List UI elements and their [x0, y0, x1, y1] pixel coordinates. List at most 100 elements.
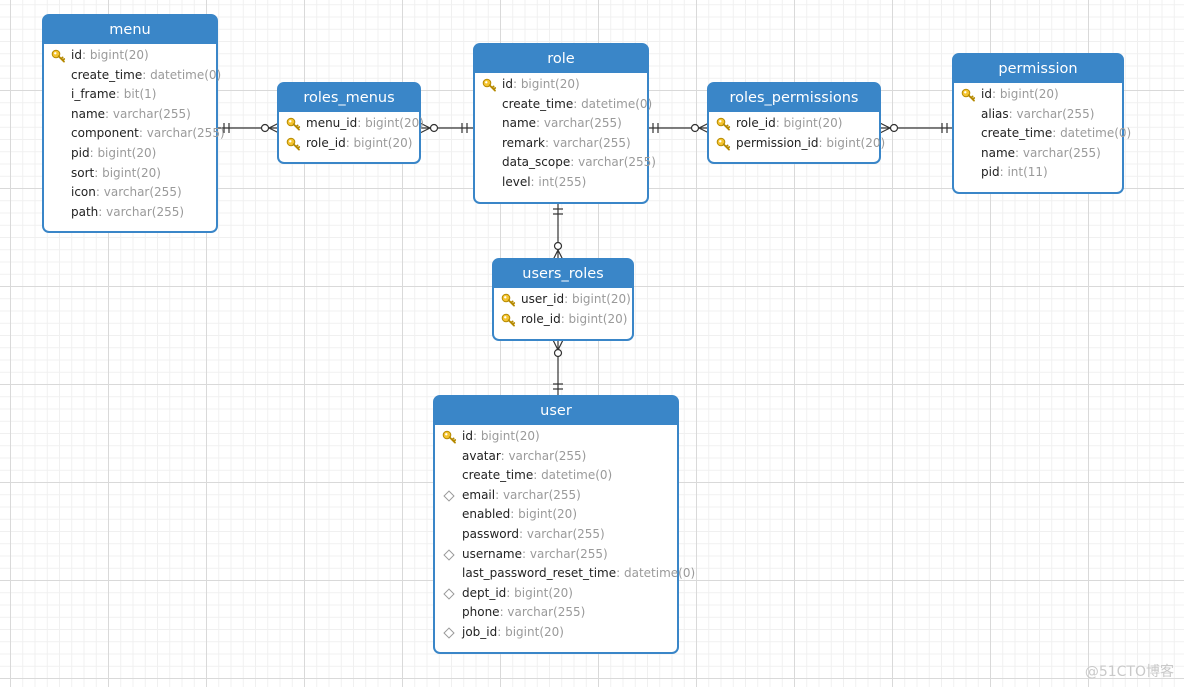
column-row[interactable]: sort: bigint(20): [44, 164, 216, 184]
column-type: bigint(20): [999, 87, 1059, 101]
column-row[interactable]: id: bigint(20): [44, 46, 216, 66]
column-name: last_password_reset_time: [462, 566, 617, 581]
column-type: bigint(20): [518, 507, 578, 522]
column-separator: :: [573, 96, 582, 111]
index-icon: [443, 490, 455, 502]
column-row[interactable]: user_id: bigint(20): [494, 290, 632, 310]
column-separator: :: [497, 624, 506, 639]
column-row[interactable]: email: varchar(255): [435, 486, 677, 506]
column-type: bigint(20): [102, 165, 161, 180]
column-name: phone: [462, 605, 500, 620]
column-type: varchar(255): [146, 126, 225, 141]
column-type: varchar(255): [507, 605, 586, 620]
zero-marker: [553, 348, 563, 358]
column-name: role_id: [736, 116, 776, 130]
column-name: remark: [502, 135, 545, 150]
column-row[interactable]: create_time: datetime(0): [954, 124, 1131, 144]
column-list: role_id: bigint(20)permission_id: bigint…: [709, 112, 885, 154]
column-type: bigint(20): [505, 624, 564, 639]
column-name: data_scope: [502, 155, 571, 170]
column-type: datetime(0): [623, 566, 696, 581]
column-row[interactable]: role_id: bigint(20): [279, 134, 419, 154]
column-row[interactable]: dept_id: bigint(20): [435, 584, 677, 604]
column-row[interactable]: create_time: datetime(0): [44, 66, 221, 86]
column-name: avatar: [462, 448, 501, 463]
column-name: path: [71, 204, 99, 219]
column-row[interactable]: name: varchar(255): [954, 144, 1122, 164]
column-row[interactable]: id: bigint(20): [954, 85, 1122, 105]
column-separator: :: [510, 507, 519, 522]
primary-key-icon: [482, 78, 497, 92]
column-row[interactable]: create_time: datetime(0): [435, 466, 677, 486]
column-row[interactable]: password: varchar(255): [435, 525, 677, 545]
column-row[interactable]: enabled: bigint(20): [435, 505, 677, 525]
column-separator: :: [500, 448, 509, 463]
column-row[interactable]: phone: varchar(255): [435, 603, 677, 623]
column-name: id: [462, 429, 473, 443]
column-row[interactable]: i_frame: bit(1): [44, 85, 216, 105]
column-list: id: bigint(20)create_time: datetime(0)na…: [475, 73, 656, 193]
column-name: username: [462, 546, 522, 561]
column-name: email: [462, 487, 496, 502]
column-row[interactable]: id: bigint(20): [435, 427, 677, 447]
column-row[interactable]: last_password_reset_time: datetime(0): [435, 564, 695, 584]
column-row[interactable]: remark: varchar(255): [475, 134, 647, 154]
column-row[interactable]: menu_id: bigint(20): [279, 114, 424, 134]
column-type: bigint(20): [365, 116, 424, 130]
column-list: menu_id: bigint(20)role_id: bigint(20): [279, 112, 424, 154]
column-name: dept_id: [462, 585, 507, 600]
column-name: alias: [981, 106, 1009, 121]
column-separator: :: [105, 106, 113, 121]
column-row[interactable]: role_id: bigint(20): [709, 114, 879, 134]
column-row[interactable]: alias: varchar(255): [954, 105, 1122, 125]
column-row[interactable]: name: varchar(255): [475, 114, 647, 134]
column-row[interactable]: role_id: bigint(20): [494, 310, 632, 330]
column-row[interactable]: pid: int(11): [954, 163, 1122, 183]
zero-marker: [260, 123, 270, 133]
column-type: bigint(20): [783, 116, 843, 130]
column-row[interactable]: pid: bigint(20): [44, 144, 216, 164]
column-list: user_id: bigint(20)role_id: bigint(20): [494, 288, 632, 329]
column-row[interactable]: data_scope: varchar(255): [475, 153, 656, 173]
column-type: varchar(255): [106, 204, 185, 219]
column-separator: :: [530, 174, 539, 189]
column-separator: :: [506, 585, 515, 600]
column-type: bigint(20): [353, 135, 413, 150]
column-name: name: [502, 116, 537, 131]
column-row[interactable]: path: varchar(255): [44, 203, 216, 223]
column-separator: :: [544, 135, 553, 150]
column-row[interactable]: permission_id: bigint(20): [709, 134, 885, 154]
column-separator: :: [142, 67, 151, 82]
column-row[interactable]: avatar: varchar(255): [435, 447, 677, 467]
column-row[interactable]: component: varchar(255): [44, 124, 225, 144]
column-type: varchar(255): [543, 116, 622, 131]
column-name: menu_id: [306, 116, 358, 130]
column-row[interactable]: username: varchar(255): [435, 545, 677, 565]
column-row[interactable]: id: bigint(20): [475, 75, 647, 95]
column-row[interactable]: job_id: bigint(20): [435, 623, 677, 643]
column-name: job_id: [462, 624, 498, 639]
watermark: @51CTO博客: [1084, 664, 1174, 680]
zero-marker: [429, 123, 439, 133]
column-row[interactable]: icon: varchar(255): [44, 183, 216, 203]
column-row[interactable]: level: int(255): [475, 173, 647, 193]
column-name: pid: [71, 145, 90, 160]
column-type: datetime(0): [1060, 126, 1132, 141]
column-type: datetime(0): [150, 67, 222, 82]
column-row[interactable]: name: varchar(255): [44, 105, 216, 125]
column-type: bigint(20): [571, 292, 631, 306]
primary-key-icon: [716, 117, 731, 131]
many-marker: [879, 122, 891, 134]
column-type: varchar(255): [552, 135, 631, 150]
primary-key-icon: [501, 313, 516, 327]
column-type: bit(1): [123, 87, 157, 102]
column-row[interactable]: create_time: datetime(0): [475, 95, 652, 115]
